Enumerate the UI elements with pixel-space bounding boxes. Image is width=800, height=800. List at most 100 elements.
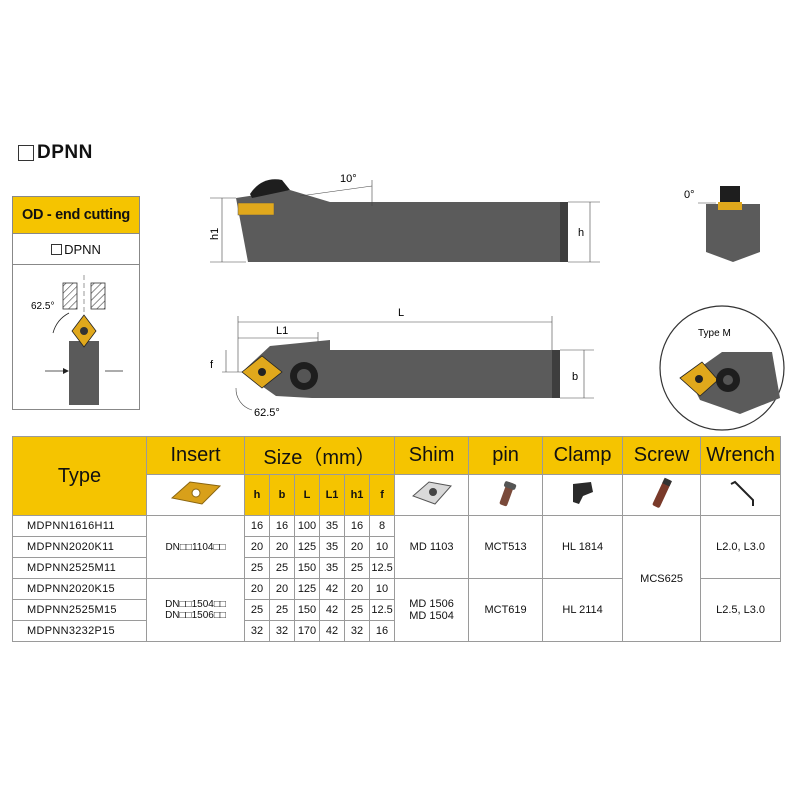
size-cell: 12.5 (368, 599, 396, 621)
pin-cell: MCT619 (468, 578, 544, 642)
size-cell: 42 (319, 620, 345, 642)
od-panel-heading: OD - end cutting (13, 197, 139, 233)
size-cell: 16 (344, 515, 370, 537)
size-cell: 25 (244, 557, 270, 579)
end-view-body (706, 204, 760, 262)
clamp-screw-icon (297, 369, 311, 383)
clamp-screw-icon (723, 375, 733, 385)
top-angle-label: 10° (340, 173, 357, 185)
page-title: DPNN (18, 142, 93, 164)
size-cell: 42 (319, 578, 345, 600)
table-header-row: Type Insert Size（mm） Shim pin Clamp Scre… (12, 436, 782, 516)
insert-icon (170, 480, 221, 505)
size-col-L1: L1 (319, 474, 345, 516)
top-view: L L1 f b 62.5° (210, 307, 594, 419)
pin-icon-cell (468, 474, 544, 516)
size-cell: 16 (368, 620, 396, 642)
clamp-cell: HL 1814 (542, 515, 624, 579)
screw-icon (652, 477, 672, 508)
clamp-header: Clamp (542, 436, 624, 475)
od-angle-label: 62.5° (31, 301, 54, 312)
angle-arc (235, 387, 253, 411)
top-view-body (242, 340, 552, 398)
insert-screw-icon (258, 368, 266, 376)
checkbox-square-icon (18, 145, 34, 161)
size-cell: 25 (344, 599, 370, 621)
type-m-label: Type M (698, 328, 731, 339)
shim-a: MD 1506 (409, 598, 454, 610)
side-angle-label: 0° (684, 189, 695, 201)
angle-line (299, 185, 373, 197)
screw-header: Screw (622, 436, 702, 475)
h1-label: h1 (209, 228, 221, 240)
size-cell: 16 (244, 515, 270, 537)
size-col-h: h (244, 474, 270, 516)
page-title-text: DPNN (37, 142, 93, 163)
screw-cell: MCS625 (622, 515, 702, 642)
insert-cell: DN□□1104□□ (146, 515, 245, 579)
clamp-icon (572, 481, 593, 504)
size-cell: 32 (244, 620, 270, 642)
insert-screw-icon (80, 327, 88, 335)
wrench-cell: L2.0, L3.0 (700, 515, 782, 579)
bottom-angle-label: 62.5° (254, 407, 280, 419)
insert-b: DN□□1506□□ (165, 610, 226, 621)
size-col-b: b (269, 474, 295, 516)
size-cell: 10 (368, 536, 396, 558)
insert-header: Insert (146, 436, 245, 475)
size-cell: 10 (368, 578, 396, 600)
side-view-end (560, 202, 568, 262)
end-view: 0° (684, 186, 760, 262)
size-cell: 125 (294, 536, 320, 558)
model-cell: MDPNN2020K11 (12, 536, 147, 558)
table-row: MDPNN2020K15 DN□□1504□□ DN□□1506□□ 20 20… (12, 578, 782, 642)
wrench-icon (730, 480, 754, 506)
angle-arc (52, 312, 70, 334)
size-cell: 8 (368, 515, 396, 537)
table-row: MDPNN1616H11 DN□□1104□□ 16 16 100 35 16 … (12, 515, 782, 642)
end-clamp-icon (720, 186, 740, 202)
workpiece-right (90, 282, 106, 310)
tool-drawing: h1 h 10° L L1 f b 62.5° (209, 173, 785, 431)
size-cell: 32 (344, 620, 370, 642)
size-cell: 125 (294, 578, 320, 600)
type-header: Type (12, 436, 147, 516)
table-row: MDPNN2525M15 25 25 150 42 25 12.5 (12, 599, 781, 621)
top-view-end (552, 350, 560, 398)
od-end-cutting-panel: OD - end cutting DPNN 62.5° (12, 196, 140, 410)
od-panel-subheading: DPNN (13, 233, 139, 265)
size-cell: 20 (344, 578, 370, 600)
workpiece-left (62, 282, 78, 310)
size-col-h1: h1 (344, 474, 370, 516)
size-cell: 25 (269, 557, 295, 579)
insert-screw-icon (695, 375, 703, 383)
od-tool-shank (69, 341, 99, 405)
wrench-icon-cell (700, 474, 782, 516)
feed-arrow-head-icon (63, 368, 69, 374)
size-cell: 16 (269, 515, 295, 537)
screw-icon-cell (622, 474, 702, 516)
size-cell: 32 (269, 620, 295, 642)
size-cell: 150 (294, 599, 320, 621)
shim-icon-cell (394, 474, 470, 516)
size-cell: 100 (294, 515, 320, 537)
size-cell: 170 (294, 620, 320, 642)
size-cell: 12.5 (368, 557, 396, 579)
shim-b: MD 1504 (409, 610, 454, 622)
table-row: MDPNN3232P15 32 32 170 42 32 16 (12, 620, 781, 642)
model-cell: MDPNN1616H11 (12, 515, 147, 537)
insert-a: DN□□1504□□ (165, 599, 226, 610)
type-m-detail: Type M (659, 305, 785, 431)
insert-cell: DN□□1504□□ DN□□1506□□ (146, 578, 245, 642)
L1-label: L1 (276, 325, 288, 337)
size-cell: 20 (269, 536, 295, 558)
od-panel-subheading-text: DPNN (64, 241, 101, 257)
size-cell: 25 (244, 599, 270, 621)
size-cell: 25 (344, 557, 370, 579)
table-row: MDPNN2020K11 20 20 125 35 20 10 (12, 536, 781, 558)
b-label: b (572, 371, 578, 383)
f-label: f (210, 359, 214, 371)
pin-cell: MCT513 (468, 515, 544, 579)
size-cell: 20 (344, 536, 370, 558)
clamp-icon-cell (542, 474, 624, 516)
